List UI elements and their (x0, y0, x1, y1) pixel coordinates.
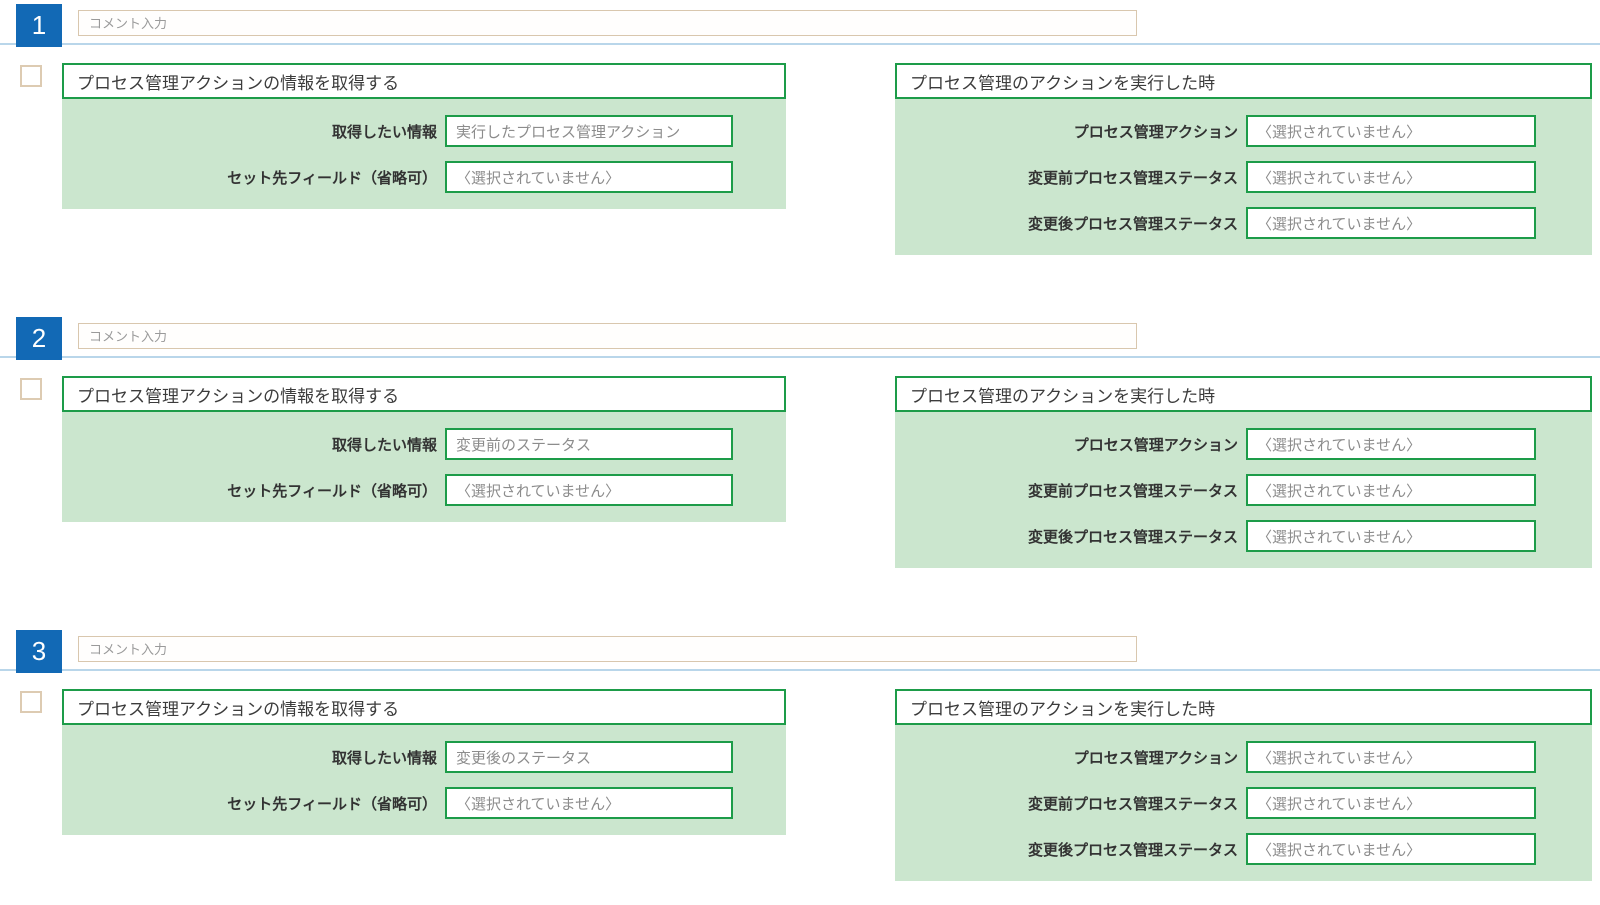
field-label: 変更前プロセス管理ステータス (1027, 795, 1238, 813)
rule-body: プロセス管理アクションの情報を取得する 取得したい情報 実行したプロセス管理アク… (0, 63, 1600, 255)
field-label: セット先フィールド（省略可） (227, 169, 437, 187)
trigger-card: プロセス管理のアクションを実行した時 プロセス管理アクション 〈選択されていませ… (895, 689, 1592, 881)
trigger-card-title-label: プロセス管理のアクションを実行した時 (910, 699, 1216, 719)
field-label: 変更後プロセス管理ステータス (1027, 215, 1238, 233)
field-row: 変更前プロセス管理ステータス 〈選択されていません〉 (895, 787, 1592, 819)
trigger-card: プロセス管理のアクションを実行した時 プロセス管理アクション 〈選択されていませ… (895, 376, 1592, 568)
comment-row: 2 (0, 317, 1600, 360)
field-label: セット先フィールド（省略可） (227, 795, 437, 813)
rule-section-2: 2 プロセス管理アクションの情報を取得する 取得したい情報 変更前のステータス … (0, 317, 1600, 568)
field-label: 変更後プロセス管理ステータス (1027, 841, 1238, 859)
process-action-select[interactable]: 〈選択されていません〉 (1246, 428, 1536, 460)
rule-body: プロセス管理アクションの情報を取得する 取得したい情報 変更後のステータス セッ… (0, 689, 1600, 881)
field-row: 取得したい情報 実行したプロセス管理アクション (62, 115, 786, 147)
target-field-select[interactable]: 〈選択されていません〉 (445, 161, 733, 193)
action-card-body: 取得したい情報 変更後のステータス セット先フィールド（省略可） 〈選択されてい… (62, 725, 786, 835)
trigger-card-body: プロセス管理アクション 〈選択されていません〉 変更前プロセス管理ステータス 〈… (895, 725, 1592, 881)
trigger-card-title[interactable]: プロセス管理のアクションを実行した時 (895, 376, 1592, 412)
field-label: プロセス管理アクション (1073, 436, 1238, 454)
rule-section-3: 3 プロセス管理アクションの情報を取得する 取得したい情報 変更後のステータス … (0, 630, 1600, 881)
field-row: セット先フィールド（省略可） 〈選択されていません〉 (62, 161, 786, 193)
field-row: 変更後プロセス管理ステータス 〈選択されていません〉 (895, 833, 1592, 865)
field-label: 取得したい情報 (331, 749, 437, 767)
step-number-badge: 3 (16, 630, 62, 673)
target-field-select[interactable]: 〈選択されていません〉 (445, 787, 733, 819)
field-row: プロセス管理アクション 〈選択されていません〉 (895, 428, 1592, 460)
field-row: 変更前プロセス管理ステータス 〈選択されていません〉 (895, 161, 1592, 193)
field-row: 取得したい情報 変更前のステータス (62, 428, 786, 460)
action-card-title-label: プロセス管理アクションの情報を取得する (77, 386, 400, 406)
trigger-card-title-label: プロセス管理のアクションを実行した時 (910, 73, 1216, 93)
trigger-card-title-label: プロセス管理のアクションを実行した時 (910, 386, 1216, 406)
comment-row: 3 (0, 630, 1600, 673)
status-before-select[interactable]: 〈選択されていません〉 (1246, 474, 1536, 506)
target-field-select[interactable]: 〈選択されていません〉 (445, 474, 733, 506)
status-after-select[interactable]: 〈選択されていません〉 (1246, 520, 1536, 552)
comment-input[interactable] (78, 10, 1137, 36)
rule-body: プロセス管理アクションの情報を取得する 取得したい情報 変更前のステータス セッ… (0, 376, 1600, 568)
field-label: 取得したい情報 (331, 436, 437, 454)
field-row: 変更後プロセス管理ステータス 〈選択されていません〉 (895, 207, 1592, 239)
field-row: プロセス管理アクション 〈選択されていません〉 (895, 115, 1592, 147)
action-card-title[interactable]: プロセス管理アクションの情報を取得する (62, 376, 786, 412)
field-row: セット先フィールド（省略可） 〈選択されていません〉 (62, 787, 786, 819)
section-checkbox[interactable] (20, 691, 42, 713)
trigger-card: プロセス管理のアクションを実行した時 プロセス管理アクション 〈選択されていませ… (895, 63, 1592, 255)
field-label: セット先フィールド（省略可） (227, 482, 437, 500)
comment-row: 1 (0, 4, 1600, 47)
info-to-get-select[interactable]: 実行したプロセス管理アクション (445, 115, 733, 147)
field-label: 取得したい情報 (331, 123, 437, 141)
process-action-select[interactable]: 〈選択されていません〉 (1246, 115, 1536, 147)
action-card-body: 取得したい情報 変更前のステータス セット先フィールド（省略可） 〈選択されてい… (62, 412, 786, 522)
field-label: プロセス管理アクション (1073, 123, 1238, 141)
comment-input[interactable] (78, 323, 1137, 349)
trigger-card-body: プロセス管理アクション 〈選択されていません〉 変更前プロセス管理ステータス 〈… (895, 412, 1592, 568)
action-card: プロセス管理アクションの情報を取得する 取得したい情報 変更後のステータス セッ… (62, 689, 786, 835)
status-after-select[interactable]: 〈選択されていません〉 (1246, 207, 1536, 239)
rule-section-1: 1 プロセス管理アクションの情報を取得する 取得したい情報 実行したプロセス管理… (0, 4, 1600, 255)
step-number-badge: 1 (16, 4, 62, 47)
info-to-get-select[interactable]: 変更後のステータス (445, 741, 733, 773)
trigger-card-body: プロセス管理アクション 〈選択されていません〉 変更前プロセス管理ステータス 〈… (895, 99, 1592, 255)
field-row: セット先フィールド（省略可） 〈選択されていません〉 (62, 474, 786, 506)
status-before-select[interactable]: 〈選択されていません〉 (1246, 161, 1536, 193)
comment-input[interactable] (78, 636, 1137, 662)
field-row: 変更後プロセス管理ステータス 〈選択されていません〉 (895, 520, 1592, 552)
status-before-select[interactable]: 〈選択されていません〉 (1246, 787, 1536, 819)
field-label: 変更前プロセス管理ステータス (1027, 482, 1238, 500)
field-label: プロセス管理アクション (1073, 749, 1238, 767)
section-checkbox[interactable] (20, 378, 42, 400)
step-number-badge: 2 (16, 317, 62, 360)
trigger-card-title[interactable]: プロセス管理のアクションを実行した時 (895, 63, 1592, 99)
trigger-card-title[interactable]: プロセス管理のアクションを実行した時 (895, 689, 1592, 725)
field-row: 変更前プロセス管理ステータス 〈選択されていません〉 (895, 474, 1592, 506)
action-card: プロセス管理アクションの情報を取得する 取得したい情報 変更前のステータス セッ… (62, 376, 786, 522)
action-card-title[interactable]: プロセス管理アクションの情報を取得する (62, 689, 786, 725)
status-after-select[interactable]: 〈選択されていません〉 (1246, 833, 1536, 865)
process-action-select[interactable]: 〈選択されていません〉 (1246, 741, 1536, 773)
action-card: プロセス管理アクションの情報を取得する 取得したい情報 実行したプロセス管理アク… (62, 63, 786, 209)
action-card-title-label: プロセス管理アクションの情報を取得する (77, 699, 400, 719)
action-card-body: 取得したい情報 実行したプロセス管理アクション セット先フィールド（省略可） 〈… (62, 99, 786, 209)
info-to-get-select[interactable]: 変更前のステータス (445, 428, 733, 460)
field-row: 取得したい情報 変更後のステータス (62, 741, 786, 773)
section-checkbox[interactable] (20, 65, 42, 87)
field-label: 変更後プロセス管理ステータス (1027, 528, 1238, 546)
field-label: 変更前プロセス管理ステータス (1027, 169, 1238, 187)
action-card-title[interactable]: プロセス管理アクションの情報を取得する (62, 63, 786, 99)
field-row: プロセス管理アクション 〈選択されていません〉 (895, 741, 1592, 773)
action-card-title-label: プロセス管理アクションの情報を取得する (77, 73, 400, 93)
